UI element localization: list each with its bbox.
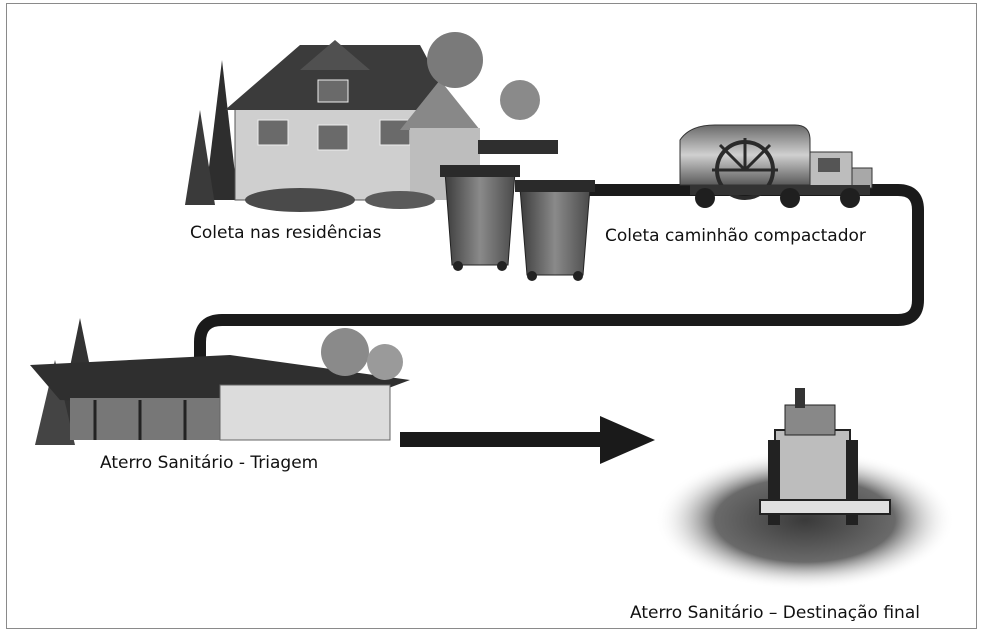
label-aterro-triagem: Aterro Sanitário - Triagem [100, 453, 319, 473]
bulldozer-icon [655, 388, 955, 590]
label-coleta-caminhao: Coleta caminhão compactador [605, 226, 866, 246]
label-aterro-destinacao: Aterro Sanitário – Destinação final [630, 603, 920, 623]
flow-path [194, 184, 924, 372]
label-coleta-residencias: Coleta nas residências [190, 223, 382, 243]
trash-bins-icon [440, 140, 595, 281]
sorting-shed-icon [30, 318, 410, 445]
diagram-frame [6, 3, 977, 629]
house-icon [185, 32, 540, 212]
flow-arrow [400, 416, 655, 464]
compactor-truck-icon [679, 124, 873, 208]
